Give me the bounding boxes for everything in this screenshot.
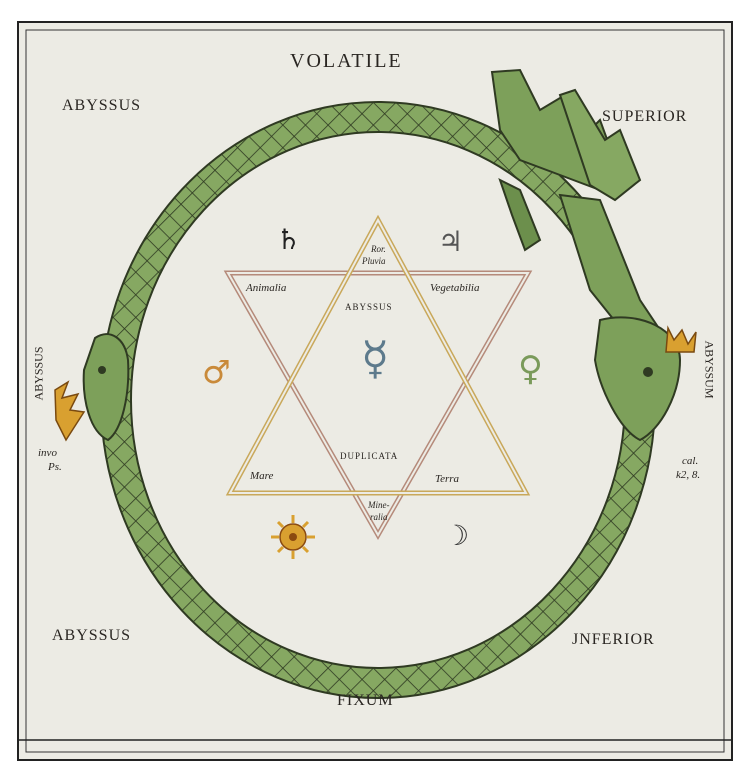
label-abyssum-vertical: ABYSSUM [702,340,717,399]
right-serpent-head [593,316,697,442]
dragon-wings [490,68,662,342]
note-ps: Ps. [48,461,62,473]
saturn-icon: ♄ [276,223,302,256]
label-jnferior: JNFERIOR [572,631,655,648]
moon-icon: ☽ [444,519,470,552]
label-fixum: FIXUM [337,692,394,709]
star-animalia: Animalia [246,282,287,294]
sun-symbol [271,515,315,559]
star-mine: Mine- [368,500,390,510]
label-abyssus-top-left: ABYSSUS [62,97,142,114]
mars-icon: ♂ [202,353,231,391]
label-abyssus-vertical: ABYSSUS [31,346,46,401]
label-superior: SUPERIOR [602,108,688,125]
star-terra: Terra [435,473,460,485]
star-mare: Mare [250,470,274,482]
label-abyssus-bottom-left: ABYSSUS [52,627,132,644]
note-cal: cal. [682,455,699,467]
star-ralia: ralia [370,512,388,522]
venus-icon: ♀ [518,349,543,389]
note-k28: k2, 8. [676,469,701,481]
star-pluvia: Pluvia [362,256,386,266]
note-invo: invo [38,447,57,459]
jupiter-icon: ♃ [438,225,464,258]
label-volatile: VOLATILE [290,50,403,72]
inner-frame [25,29,725,753]
star-vegetabilia: Vegetabilia [430,282,480,294]
star-abyssus: ABYSSUS [345,302,393,312]
star-ror: Ror. [371,244,386,254]
mercury-icon: ☿ [361,331,390,385]
left-serpent-head [54,333,130,442]
star-duplicata: DUPLICATA [340,451,399,461]
